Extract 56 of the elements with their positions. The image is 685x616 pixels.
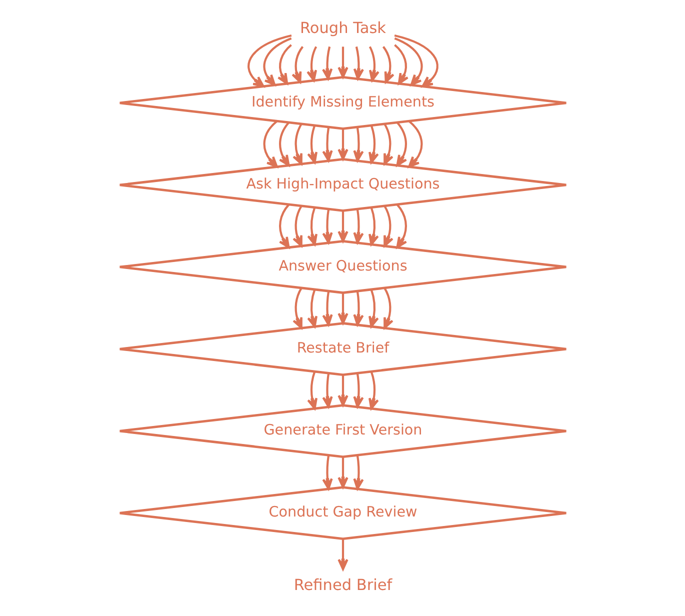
node-diamond: Ask High-Impact Questions [118,158,567,212]
node-text: Refined Brief [293,576,392,594]
arrow [292,206,302,247]
arrow [306,290,317,328]
arrow [292,288,302,329]
arrow [352,208,364,244]
arrow [352,46,364,80]
arrow [306,207,317,246]
arrow [337,456,348,488]
arrow [352,372,364,408]
arrow [278,204,290,248]
arrow [337,210,348,242]
arrow [322,126,332,162]
arrow [322,290,332,326]
arrow [337,539,348,570]
arrow [352,455,364,490]
node-diamond: Generate First Version [118,404,567,458]
arrow [337,374,348,406]
arrow [306,372,317,410]
arrow [337,292,348,324]
arrow [322,46,332,80]
arrow [394,37,422,86]
arrow [262,120,278,168]
arrow [306,125,317,164]
arrow [322,208,332,244]
arrow [337,46,348,78]
node-diamond: Conduct Gap Review [118,486,567,540]
arrow [322,372,332,408]
arrow [368,125,378,164]
node-diamond: Restate Brief [118,322,567,376]
arrow [368,207,378,246]
arrow [396,204,407,248]
arrow [408,120,422,168]
node-text: Rough Task [299,19,386,38]
arrow [322,455,332,490]
arrow [382,46,394,84]
arrow [368,290,378,328]
arrow [383,124,393,165]
arrow [278,122,290,166]
arrow [396,122,407,166]
arrow [306,46,317,82]
arrow [291,46,304,84]
arrow [276,44,292,84]
arrow [383,206,393,247]
arrow [368,372,378,410]
arrow [368,46,379,82]
arrow [247,34,292,88]
arrow [262,37,292,86]
arrow [337,128,348,160]
arrow [292,124,302,165]
arrow [394,34,438,88]
arrow [383,288,393,329]
arrow [352,290,364,326]
node-diamond: Answer Questions [118,240,567,294]
arrow [352,126,364,162]
arrow [394,44,408,84]
